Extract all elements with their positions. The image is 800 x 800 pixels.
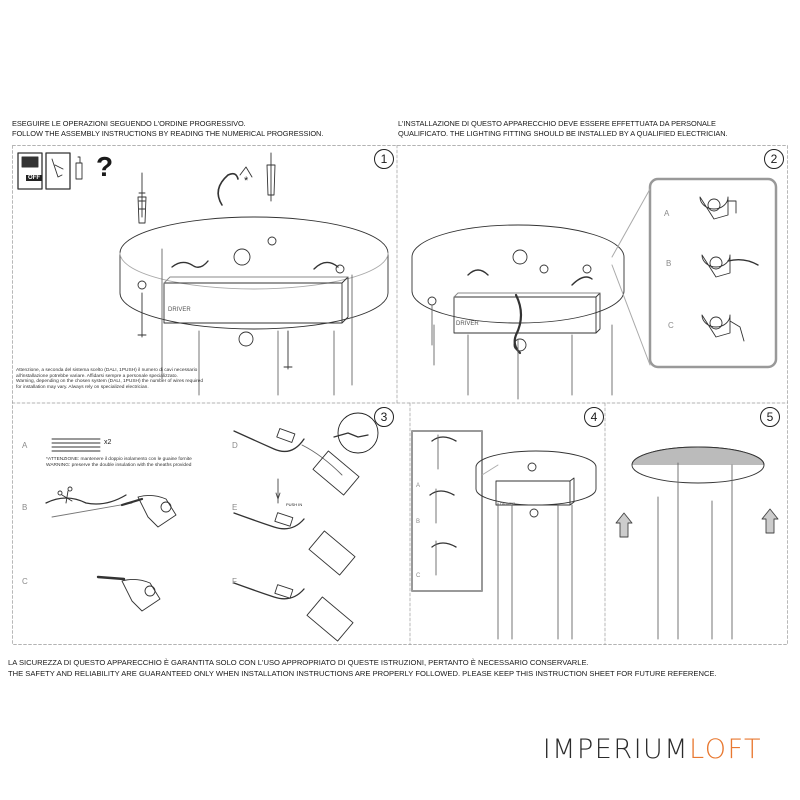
arrow-up-left-icon (615, 512, 633, 538)
step4-drawing (411, 430, 597, 640)
connector-a-icon (699, 196, 737, 220)
step-number-2: 2 (764, 149, 784, 169)
step1-note-line3: Warning, depending on the chosen system … (16, 379, 203, 385)
push-in-label: PUSH IN (286, 502, 303, 507)
canopy-disc-2 (411, 224, 625, 324)
step3-label-a: A (22, 441, 28, 450)
connector-c-icon (701, 314, 745, 342)
power-off-icon (17, 152, 71, 190)
step2-drawing (411, 177, 778, 400)
detail-box-4 (411, 430, 483, 592)
step3-label-e: E (232, 503, 238, 512)
wire-hook-icon (217, 166, 253, 206)
header-left-line2: FOLLOW THE ASSEMBLY INSTRUCTIONS BY READ… (12, 128, 324, 138)
detail-label-a: A (664, 209, 670, 218)
off-label: OFF (26, 175, 42, 181)
step3-attention-line2: WARNING: preserve the double insulation … (46, 462, 192, 468)
step1-note: Attenzione, a seconda del sistema scelto… (16, 368, 203, 390)
terminal-block-b (120, 494, 177, 528)
step-number-1: 1 (374, 149, 394, 169)
step4-label-b: B (416, 519, 421, 525)
header-right-line2: QUALIFICATO. THE LIGHTING FITTING SHOULD… (398, 128, 728, 138)
step-number-4: 4 (584, 407, 604, 427)
header-right: L'INSTALLAZIONE DI QUESTO APPARECCHIO DE… (398, 119, 728, 138)
step3-label-c: C (22, 577, 28, 586)
arrow-up-right-icon (761, 508, 779, 534)
terminal-block-c (96, 575, 161, 612)
step-number-5: 5 (760, 407, 780, 427)
step3-attention-line1: *ATTENZIONE: mantenere il doppio isolame… (46, 457, 192, 462)
step3-attention: *ATTENZIONE: mantenere il doppio isolame… (46, 457, 192, 468)
scissors-icon (57, 486, 73, 504)
connector-b-icon (701, 254, 759, 278)
step-number-3: 3 (374, 407, 394, 427)
step3-drawing (45, 412, 379, 642)
asterisk-mark: * (244, 175, 249, 187)
step3-label-b: B (22, 503, 28, 512)
anchor-icon (75, 156, 83, 180)
x2-label: x2 (104, 439, 112, 446)
logo-part2: LOFT (689, 734, 762, 765)
header-left-line1: ESEGUIRE LE OPERAZIONI SEGUENDO L'ORDINE… (12, 119, 246, 128)
question-icon: ? (96, 151, 114, 182)
step1-drawing (17, 152, 389, 396)
canopy-disc-4 (475, 450, 597, 506)
driver-box-2 (453, 292, 601, 334)
detail-label-b: B (666, 259, 672, 268)
step3-label-f: F (232, 577, 237, 586)
screw-left-icon (137, 172, 147, 224)
logo-part1: IMPERIUM (542, 734, 690, 765)
driver-label-4: DRIVER (500, 501, 516, 506)
step5-drawing (615, 446, 779, 640)
frame-grid (12, 145, 788, 645)
header-left: ESEGUIRE LE OPERAZIONI SEGUENDO L'ORDINE… (12, 119, 323, 138)
step1-note-line4: for installation may vary. Always rely o… (16, 384, 149, 390)
driver-label-1: DRIVER (168, 307, 191, 313)
step4-label-a: A (416, 483, 421, 489)
detail-box (648, 177, 778, 369)
step3-label-d: D (232, 441, 238, 450)
footer-line1: LA SICUREZZA DI QUESTO APPARECCHIO È GAR… (8, 658, 589, 667)
footer-line2: THE SAFETY AND RELIABILITY ARE GUARANTEE… (8, 669, 717, 678)
driver-label-2: DRIVER (456, 321, 479, 327)
step1-note-line2: all'installazione potrebbe variare. Affi… (16, 373, 178, 379)
screw-right-icon (266, 152, 276, 202)
brand-logo: IMPERIUMLOFT (543, 734, 762, 765)
sheath-pair (51, 438, 101, 452)
assembly-drawings (12, 145, 788, 645)
driver-box (163, 276, 349, 324)
step4-label-c: C (416, 573, 421, 579)
header-right-line1: L'INSTALLAZIONE DI QUESTO APPARECCHIO DE… (398, 119, 716, 128)
footer-notice: LA SICUREZZA DI QUESTO APPARECCHIO È GAR… (8, 657, 717, 679)
detail-label-c: C (668, 321, 674, 330)
step1-note-line1: Attenzione, a seconda del sistema scelto… (16, 368, 198, 373)
instruction-grid: 1 2 3 4 5 OFF ? * DRIVER Attenzione, a s… (12, 145, 788, 645)
